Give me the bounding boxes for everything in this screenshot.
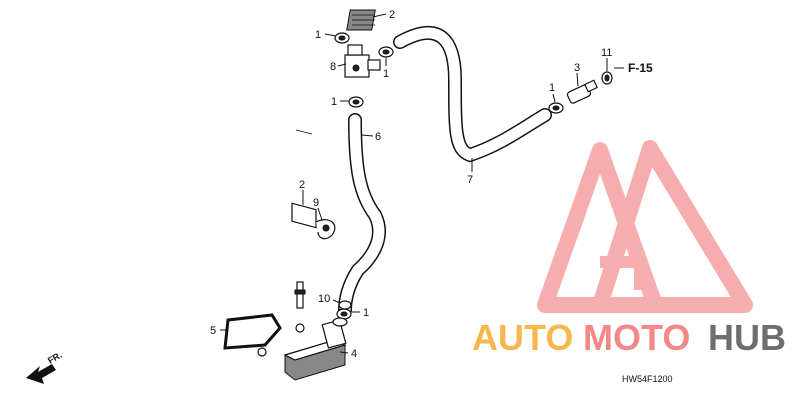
callout-1b: 1: [383, 68, 389, 80]
part-2-screen: [346, 9, 376, 31]
watermark-text-moto: MOTO: [583, 317, 690, 358]
callout-9: 9: [313, 197, 319, 209]
part-5-gasket: [223, 313, 305, 357]
part-11-ring: [601, 71, 613, 85]
callout-8: 8: [330, 61, 336, 73]
front-arrow-icon: [26, 364, 56, 384]
callout-5: 5: [210, 325, 216, 337]
callout-1c: 1: [331, 96, 337, 108]
hose-7: [393, 25, 552, 163]
part-8-joint: [344, 44, 381, 78]
part-2-lower: [291, 129, 317, 229]
clamp-1d: [548, 102, 564, 114]
reference-label: F-15: [628, 61, 653, 75]
callout-1e: 1: [363, 307, 369, 319]
callout-10: 10: [318, 293, 330, 305]
hose-6: [338, 113, 386, 317]
reference-marker: F-15: [628, 61, 653, 75]
watermark-text: AUTO MOTO HUB: [472, 317, 786, 358]
leader-lines: [220, 13, 624, 354]
watermark-text-hub: HUB: [708, 317, 786, 358]
part-9-clip: [315, 219, 336, 240]
callout-1a: 1: [315, 29, 321, 41]
callout-4: 4: [351, 348, 357, 360]
callout-3: 3: [574, 62, 580, 74]
callout-7: 7: [467, 174, 473, 186]
callout-2a: 2: [389, 9, 395, 21]
clamp-1c: [348, 96, 364, 108]
callout-1d: 1: [549, 82, 555, 94]
part-3-valve: [566, 79, 599, 104]
clamp-1a: [334, 32, 350, 44]
part-10-clip: [338, 300, 352, 310]
front-direction: FR.: [26, 350, 64, 384]
diagram-code: HW54F1200: [622, 374, 673, 384]
front-label: FR.: [46, 350, 64, 366]
clamp-1b: [378, 46, 394, 58]
bolt: [294, 281, 306, 309]
callout-11: 11: [601, 47, 612, 59]
callout-6: 6: [375, 131, 381, 143]
watermark-logo: [537, 140, 753, 313]
callout-2b: 2: [299, 179, 305, 191]
part-4-case: [283, 317, 348, 381]
watermark-text-auto: AUTO: [472, 317, 573, 358]
